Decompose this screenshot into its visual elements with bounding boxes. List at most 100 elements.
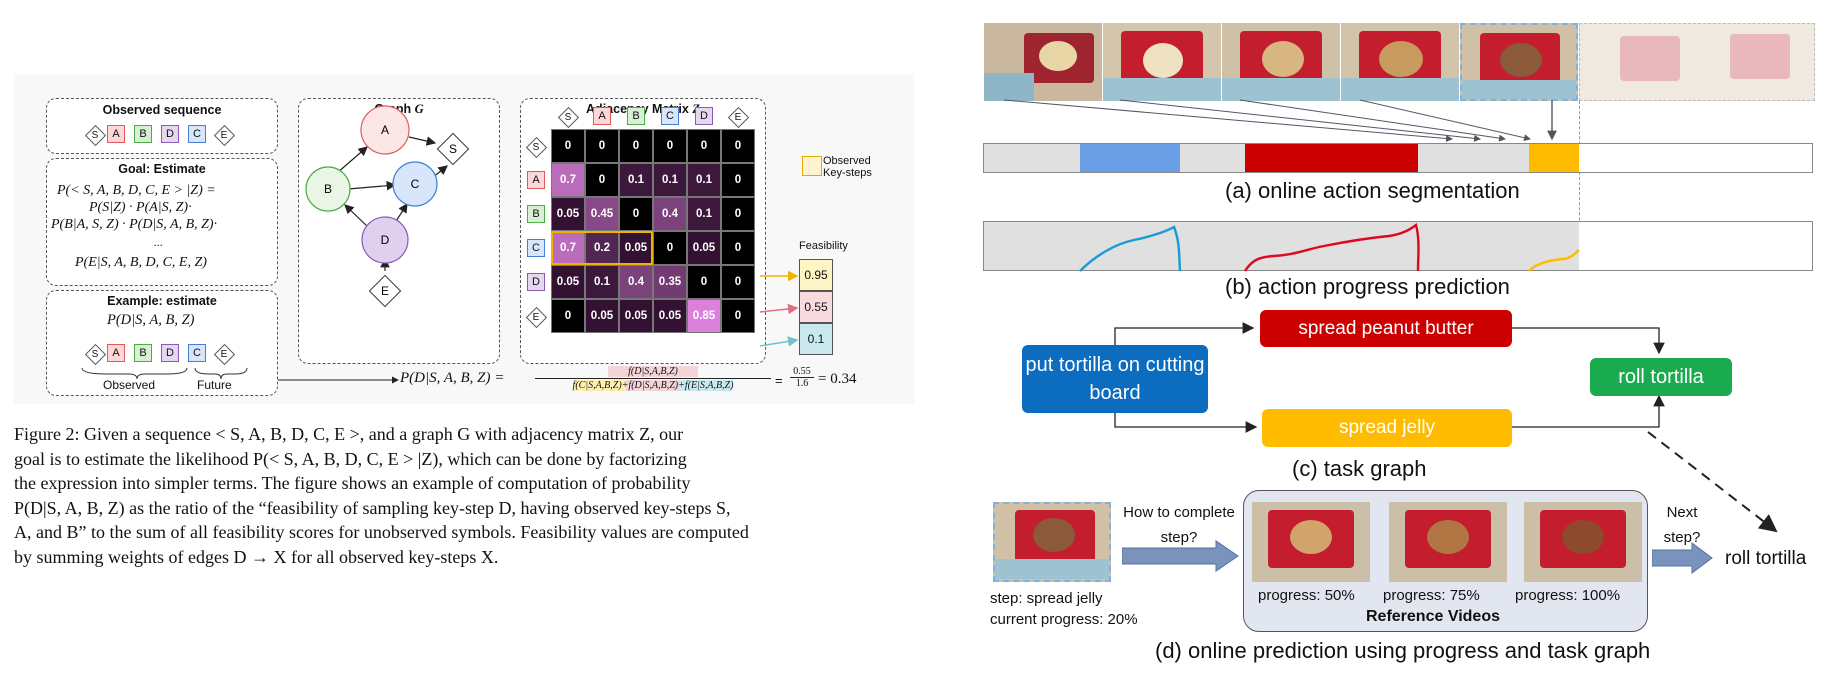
formula-eq-sign: = (775, 373, 783, 388)
matrix-cell: 0.1 (687, 197, 721, 231)
matrix-col-header-d: D (695, 107, 713, 125)
label-d: (d) online prediction using progress and… (1155, 638, 1651, 663)
graph-node-e-label: E (381, 284, 389, 298)
goal-eq-line-5: P(E|S, A, B, D, C, E, Z) (75, 255, 207, 270)
ex-symbol-d: D (161, 344, 179, 362)
figure-caption: Figure 2: Given a sequence < S, A, B, D,… (14, 422, 914, 569)
observed-sequence-panel: Observed sequence S A B D C E (46, 98, 278, 154)
segment-yellow (1529, 144, 1579, 172)
matrix-cell: 0 (721, 163, 755, 197)
matrix-cell: 0.05 (585, 299, 619, 333)
video-frame-5 (1460, 23, 1578, 101)
next-step-roll-tortilla: roll tortilla (1725, 548, 1807, 569)
matrix-cell: 0 (585, 129, 619, 163)
matrix-cell: 0.05 (551, 197, 585, 231)
video-frame-2 (1103, 23, 1221, 101)
matrix-col-header-b: B (627, 107, 645, 125)
feasibility-title: Feasibility (799, 240, 848, 252)
how-to-complete-label: How to complete step? (1123, 504, 1235, 546)
graph-node-e (368, 274, 402, 308)
caption-line-1: Figure 2: Given a sequence < S, A, B, D,… (14, 424, 684, 444)
reference-frame-100 (1524, 502, 1642, 582)
symbol-a: A (107, 125, 125, 143)
legend-observed (802, 156, 822, 176)
task-node-spread-jelly: spread jelly (1262, 409, 1512, 447)
task-node-put-tortilla: put tortilla on cutting board (1022, 345, 1208, 413)
matrix-cell: 0 (721, 129, 755, 163)
matrix-cell: 0.1 (653, 163, 687, 197)
ex-symbol-s: S (91, 348, 99, 360)
label-a: (a) online action segmentation (1225, 178, 1520, 203)
matrix-cell: 0 (721, 265, 755, 299)
graph-panel: Graph G A B C D E S (298, 98, 500, 364)
formula-numerator: f(D|S,A,B,Z) (608, 366, 698, 377)
graph-diagram: A B C D E S (305, 105, 470, 308)
matrix-row-header-a: A (527, 171, 545, 189)
current-progress: current progress: 20% (990, 611, 1138, 628)
caption-line-2: goal is to estimate the likelihood P(< S… (14, 448, 687, 469)
reference-progress-50: progress: 50% (1258, 587, 1355, 604)
segment-red (1245, 144, 1418, 172)
graph-node-c (392, 161, 438, 207)
matrix-cell: 0 (653, 129, 687, 163)
future-label: Future (197, 378, 232, 392)
observed-label: Observed (103, 378, 156, 392)
next-arrow-icon (1652, 542, 1713, 574)
formula-fraction: f(D|S,A,B,Z) f(C|S,A,B,Z)+f(D|S,A,B,Z)+f… (535, 366, 771, 391)
feasibility-value-c: 0.95 (799, 259, 833, 291)
reference-frame-75 (1389, 502, 1507, 582)
caption-line-4: P(D|S, A, B, Z) as the ratio of the “fea… (14, 497, 731, 518)
symbol-c: C (188, 125, 206, 143)
label-c: (c) task graph (1292, 456, 1427, 481)
matrix-cell: 0.85 (687, 299, 721, 333)
matrix-row-header-s: S (532, 141, 540, 153)
matrix-cell: 0 (585, 163, 619, 197)
reference-progress-75: progress: 75% (1383, 587, 1480, 604)
graph-node-a (360, 105, 410, 155)
label-b: (b) action progress prediction (1225, 274, 1510, 299)
matrix-cell: 0.4 (619, 265, 653, 299)
matrix-cell: 0.1 (687, 163, 721, 197)
matrix-cell: 0 (721, 197, 755, 231)
segment-blue (1080, 144, 1180, 172)
matrix-panel: Adjacency Matrix Z SABCDESABCDE0000000.7… (520, 98, 766, 364)
matrix-cell: 0 (653, 231, 687, 265)
symbol-d: D (161, 125, 179, 143)
matrix-cell: 0 (619, 129, 653, 163)
matrix-col-header-a: A (593, 107, 611, 125)
next-step-label: Next step? (1663, 504, 1701, 546)
goal-eq-line-1: P(< S, A, B, D, C, E > |Z) = (57, 183, 216, 198)
observed-sequence-title: Observed sequence (102, 103, 222, 117)
graph-node-d-label: D (381, 233, 390, 247)
formula-ratio: 0.55 1.6 (790, 366, 814, 389)
matrix-col-header-s: S (564, 111, 572, 123)
matrix-cell: 0.35 (653, 265, 687, 299)
graph-node-b-label: B (324, 182, 332, 196)
goal-panel: Goal: Estimate P(< S, A, B, D, C, E > |Z… (46, 158, 278, 286)
example-title: Example: estimate (107, 294, 217, 308)
observed-highlight-row-c (551, 231, 653, 265)
graph-node-a-label: A (381, 123, 389, 137)
matrix-cell: 0.7 (551, 163, 585, 197)
legend-observed-label: Observed Key-steps (823, 155, 872, 179)
graph-node-c-label: C (411, 177, 420, 191)
reference-progress-100: progress: 100% (1515, 587, 1621, 604)
matrix-cell: 0.1 (585, 265, 619, 299)
matrix-cell: 0.05 (653, 299, 687, 333)
video-frame-3 (1222, 23, 1340, 101)
reference-frame-50 (1252, 502, 1370, 582)
caption-line-6: by summing weights of edges D → X for al… (14, 546, 499, 567)
matrix-row-header-b: B (527, 205, 545, 223)
goal-eq-line-2: P(S|Z) · P(A|S, Z)· (89, 200, 192, 215)
caption-line-3: the expression into simpler terms. The f… (14, 473, 691, 493)
ex-symbol-c: C (188, 344, 206, 362)
ex-symbol-e: E (220, 348, 228, 360)
graph-node-d (361, 216, 409, 264)
goal-title: Goal: Estimate (118, 162, 206, 176)
matrix-col-header-e: E (734, 111, 742, 123)
matrix-row-header-e: E (532, 311, 540, 323)
goal-eq-line-4: ... (154, 235, 163, 249)
current-step-frame (993, 502, 1111, 582)
reference-videos-title: Reference Videos (1366, 608, 1500, 625)
